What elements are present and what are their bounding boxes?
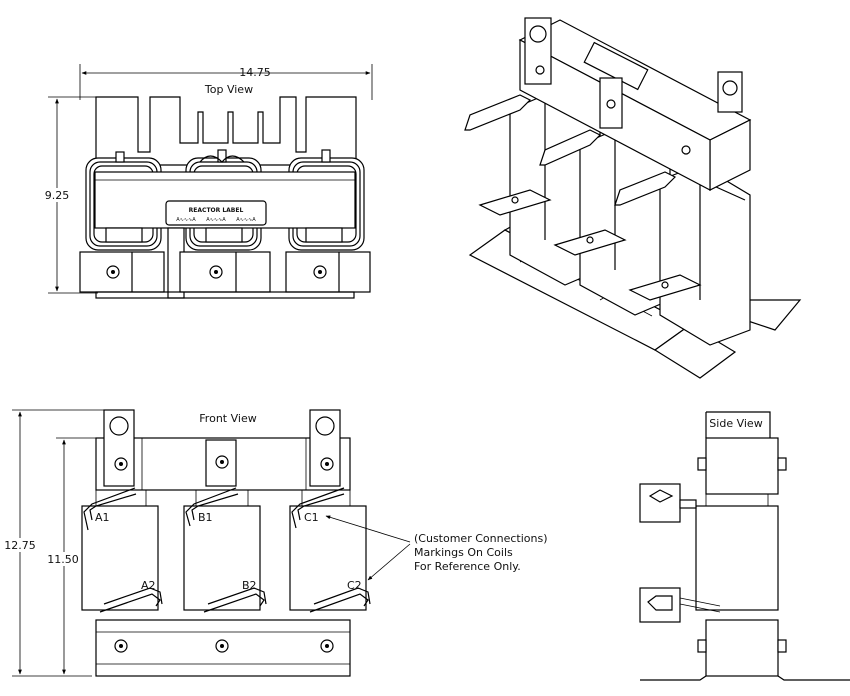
side-view-title: Side View — [709, 417, 762, 430]
side-base — [705, 619, 779, 677]
front-view-title: Front View — [199, 412, 256, 425]
side-coil — [695, 505, 779, 611]
front-top-terminal-right — [309, 409, 341, 487]
coil-label-b2: B2 — [242, 579, 257, 592]
reactor-label-title: REACTOR LABEL — [189, 207, 244, 214]
note-line-1: (Customer Connections) — [414, 532, 547, 545]
front-core-dimension: 11.50 — [47, 553, 79, 566]
reactor-label-c: A∿∿∿A — [236, 217, 256, 223]
side-lower-terminal — [639, 587, 681, 623]
coil-label-a1: A1 — [95, 511, 110, 524]
isometric-view — [464, 17, 802, 379]
reactor-label-a: A∿∿∿A — [176, 217, 196, 223]
reactor-label-b: A∿∿∿A — [206, 217, 226, 223]
top-view-title: Top View — [204, 83, 253, 96]
front-overall-dimension: 12.75 — [4, 539, 36, 552]
front-top-terminal-left — [103, 409, 135, 487]
reactor-label-plate — [165, 200, 267, 226]
coil-label-c1: C1 — [304, 511, 319, 524]
front-coil-a — [81, 505, 159, 611]
note-line-3: For Reference Only. — [414, 560, 521, 573]
side-top-core — [705, 437, 779, 495]
top-terminal-blocks — [79, 251, 371, 299]
side-view: Side View — [639, 411, 850, 681]
coil-label-b1: B1 — [198, 511, 213, 524]
front-view: Front View 12.75 11.50 — [2, 409, 547, 677]
note-line-2: Markings On Coils — [414, 546, 513, 559]
front-base — [95, 619, 351, 677]
coil-label-c2: C2 — [347, 579, 362, 592]
top-view: 14.75 9.25 Top View — [40, 64, 373, 299]
top-depth-dimension: 9.25 — [45, 189, 70, 202]
coil-label-a2: A2 — [141, 579, 156, 592]
front-coil-c — [289, 505, 367, 611]
front-coil-b — [183, 505, 261, 611]
top-width-dimension: 14.75 — [239, 66, 271, 79]
top-mounting-plate — [95, 96, 357, 166]
